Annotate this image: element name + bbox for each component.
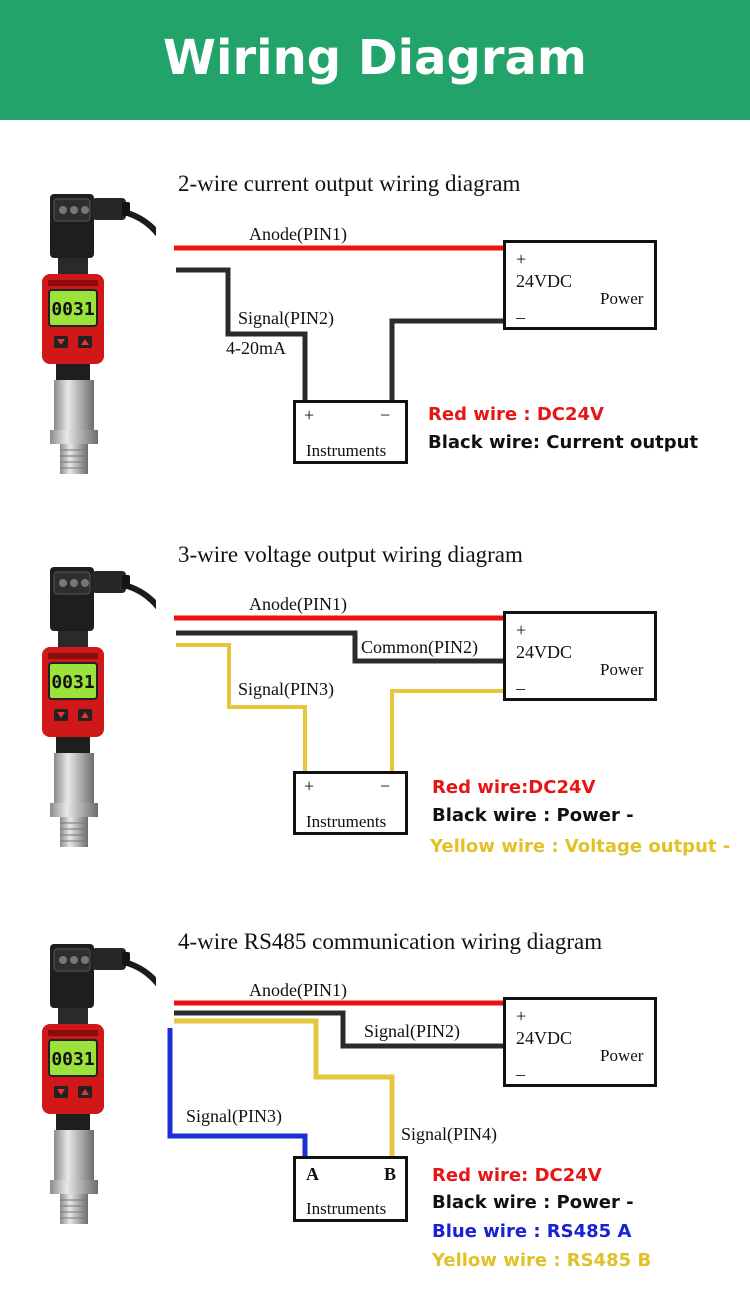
instruments-box: + − Instruments bbox=[293, 771, 408, 835]
instruments-box: A B Instruments bbox=[293, 1156, 408, 1222]
sensor-thread bbox=[60, 444, 88, 474]
instruments-box: + − Instruments bbox=[293, 400, 408, 464]
power-voltage: 24VDC bbox=[516, 1028, 573, 1048]
sensor-body bbox=[54, 1130, 94, 1186]
yellow-wire-signal bbox=[176, 643, 307, 773]
signal-label: Signal(PIN3) bbox=[238, 679, 334, 699]
power-box: + 24VDC Power – bbox=[503, 611, 657, 701]
pressure-transmitter-icon: 0031 bbox=[36, 940, 179, 1234]
legend-red: Red wire : DC24V bbox=[428, 404, 604, 425]
legend-black: Black wire : Power - bbox=[432, 1192, 634, 1213]
power-label: Power bbox=[600, 289, 644, 308]
signal2-label: Signal(PIN2) bbox=[364, 1021, 460, 1041]
instruments-b: B bbox=[384, 1164, 397, 1184]
sensor-lcd bbox=[48, 662, 98, 700]
common-label: Common(PIN2) bbox=[361, 637, 478, 657]
sensor-thread bbox=[60, 1194, 88, 1224]
sensor-lcd bbox=[48, 289, 98, 327]
black-wire-return bbox=[389, 318, 505, 400]
current-label: 4-20mA bbox=[226, 338, 286, 358]
power-plus: + bbox=[516, 620, 527, 640]
sensor-cable bbox=[123, 582, 179, 635]
legend-black: Black wire: Current output bbox=[428, 432, 699, 453]
power-plus: + bbox=[516, 1006, 527, 1026]
black-wire bbox=[174, 1010, 505, 1049]
page-title: Wiring Diagram bbox=[163, 30, 587, 86]
power-label: Power bbox=[600, 660, 644, 679]
power-voltage: 24VDC bbox=[516, 271, 573, 291]
sensor-lcd bbox=[48, 1039, 98, 1077]
instruments-label: Instruments bbox=[306, 1199, 387, 1218]
signal-label: Signal(PIN2) bbox=[238, 308, 334, 328]
anode-label: Anode(PIN1) bbox=[249, 594, 347, 614]
yellow-wire bbox=[174, 1018, 395, 1158]
wires bbox=[174, 615, 505, 773]
sensor-body bbox=[54, 380, 94, 436]
power-minus: – bbox=[516, 307, 525, 327]
instruments-label: Instruments bbox=[306, 812, 387, 831]
signal4-label: Signal(PIN4) bbox=[401, 1124, 497, 1144]
diagram-2-wire: 2-wire current output wiring diagram + 2… bbox=[0, 170, 750, 540]
power-voltage: 24VDC bbox=[516, 642, 573, 662]
power-box: + 24VDC Power – bbox=[503, 240, 657, 330]
blue-wire bbox=[167, 1028, 308, 1158]
wires bbox=[174, 245, 505, 400]
sensor-display-text: 0031 bbox=[51, 299, 94, 320]
power-plus: + bbox=[516, 249, 527, 269]
sensor-cable bbox=[123, 209, 179, 262]
pressure-transmitter-icon: 0031 bbox=[36, 190, 179, 484]
diagram-title: 3-wire voltage output wiring diagram bbox=[178, 542, 523, 567]
sensor-body bbox=[54, 753, 94, 809]
sensor-display-text: 0031 bbox=[51, 1049, 94, 1070]
header-banner: Wiring Diagram bbox=[0, 0, 750, 120]
power-minus: – bbox=[516, 678, 525, 698]
legend-yellow: Yellow wire : Voltage output - bbox=[430, 836, 731, 857]
instruments-plus: + bbox=[304, 776, 315, 796]
pressure-transmitter-icon: 0031 bbox=[36, 563, 179, 857]
legend-yellow: Yellow wire : RS485 B bbox=[432, 1250, 652, 1271]
instruments-minus: − bbox=[380, 776, 391, 796]
instruments-a: A bbox=[306, 1164, 319, 1184]
instruments-plus: + bbox=[304, 405, 315, 425]
instruments-label: Instruments bbox=[306, 441, 387, 460]
signal3-label: Signal(PIN3) bbox=[186, 1106, 282, 1126]
sensor-cable bbox=[123, 959, 179, 1012]
instruments-minus: − bbox=[380, 405, 391, 425]
wires bbox=[167, 1000, 505, 1158]
yellow-wire-return bbox=[390, 689, 505, 773]
black-wire bbox=[176, 630, 505, 664]
sensor-thread bbox=[60, 817, 88, 847]
black-wire-signal bbox=[176, 267, 308, 400]
diagram-4-wire-rs485: 4-wire RS485 communication wiring diagra… bbox=[0, 928, 750, 1308]
legend-red: Red wire: DC24V bbox=[432, 1165, 602, 1186]
legend-black: Black wire : Power - bbox=[432, 805, 634, 826]
diagram-title: 4-wire RS485 communication wiring diagra… bbox=[178, 929, 603, 954]
legend-blue: Blue wire : RS485 A bbox=[432, 1221, 632, 1242]
anode-label: Anode(PIN1) bbox=[249, 224, 347, 244]
anode-label: Anode(PIN1) bbox=[249, 980, 347, 1000]
diagram-title: 2-wire current output wiring diagram bbox=[178, 171, 521, 196]
power-label: Power bbox=[600, 1046, 644, 1065]
legend-red: Red wire:DC24V bbox=[432, 777, 596, 798]
diagram-3-wire: 3-wire voltage output wiring diagram + 2… bbox=[0, 541, 750, 911]
power-box: + 24VDC Power – bbox=[503, 997, 657, 1087]
sensor-display-text: 0031 bbox=[51, 672, 94, 693]
power-minus: – bbox=[516, 1064, 525, 1084]
